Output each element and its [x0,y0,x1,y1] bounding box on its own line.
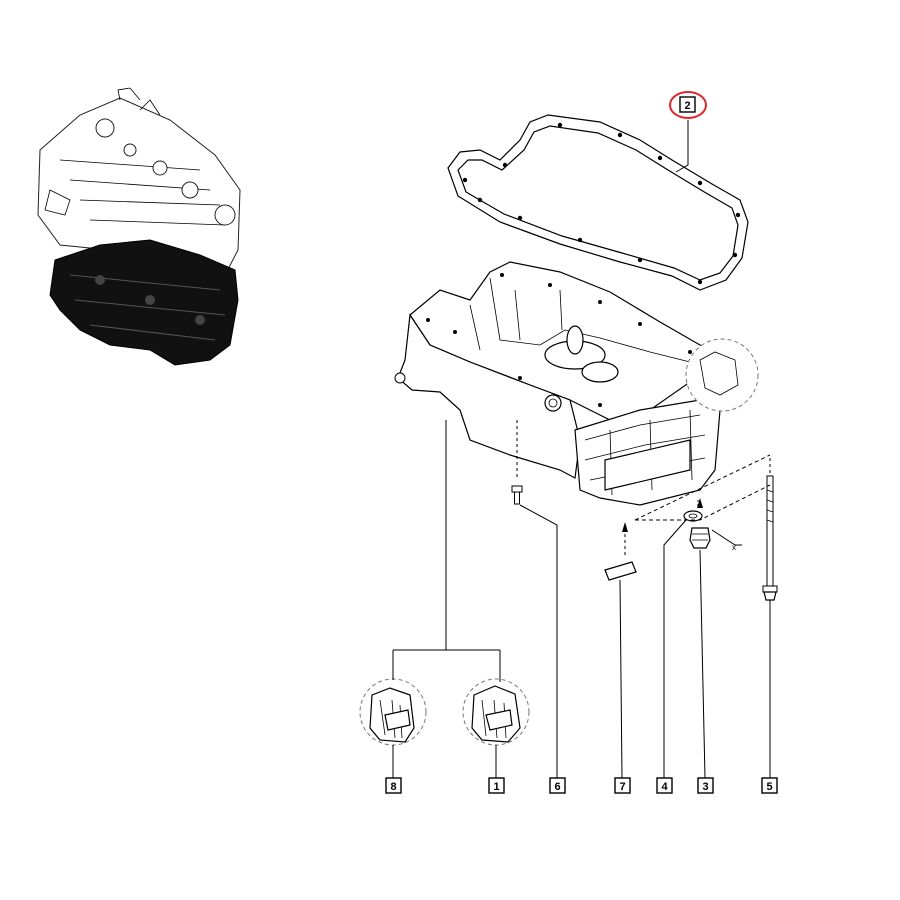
callout-2: 2 [669,91,707,119]
svg-text:6: 6 [554,781,560,793]
svg-text:1: 1 [493,781,499,793]
detail-zoom-circle [685,338,759,412]
oil-pan-icon [394,261,741,506]
callout-1: 1 [488,777,505,794]
screw-part [511,420,523,505]
callout-5: 5 [761,777,778,794]
svg-text:3: 3 [702,781,708,793]
leader-8-1 [392,420,501,682]
callout-4: 4 [656,777,673,794]
leader-7 [619,579,623,779]
drain-plug-part: x [683,498,742,552]
axis-x-label: x [732,543,736,552]
leader-4 [663,519,687,778]
leader-3 [699,549,706,779]
callout-8: 8 [385,777,402,794]
callout-3: 3 [697,777,714,794]
detail-circle-8 [359,678,427,746]
callout-6: 6 [549,777,566,794]
svg-text:2: 2 [684,100,690,112]
svg-text:7: 7 [619,781,625,793]
svg-text:4: 4 [661,781,668,793]
engine-assembly-icon [37,87,241,366]
leader-6 [519,504,558,778]
svg-text:8: 8 [390,781,396,793]
svg-text:5: 5 [766,781,772,793]
callout-7: 7 [614,777,631,794]
sealant-part [604,522,637,581]
leader-2 [675,120,689,173]
highlight-circle [669,91,707,119]
gasket-icon [447,114,749,291]
detail-circle-1 [462,678,530,746]
long-bolt-part [762,458,778,601]
